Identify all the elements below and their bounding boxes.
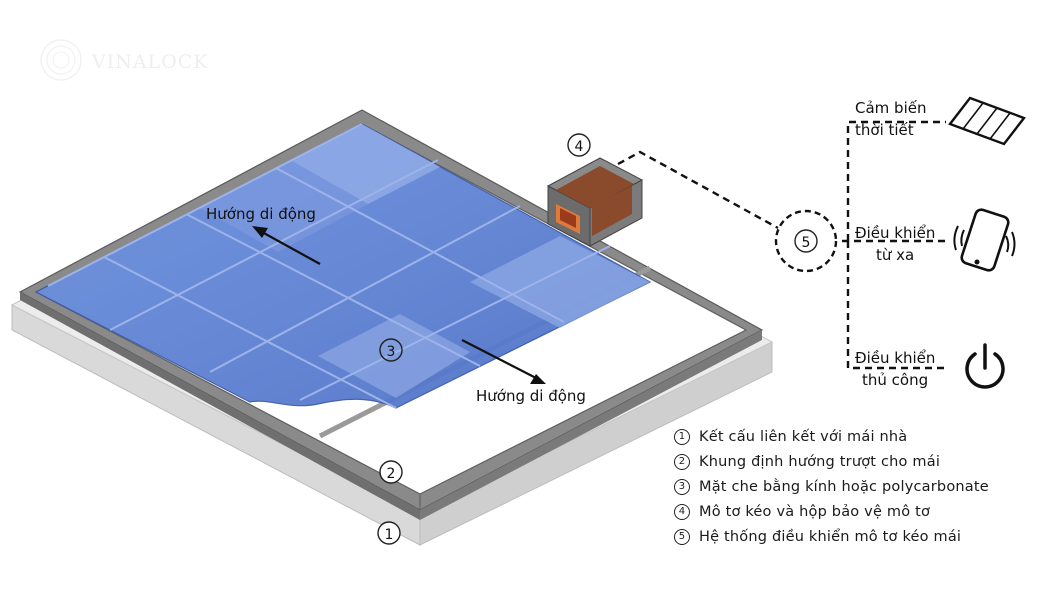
watermark-text: VINALOCK xyxy=(91,51,209,73)
direction-arrow-right xyxy=(461,339,546,384)
legend-text: Mô tơ kéo và hộp bảo vệ mô tơ xyxy=(699,503,931,520)
svg-text:5: 5 xyxy=(802,235,811,251)
marker-2: 2 xyxy=(379,460,403,484)
legend-text: Hệ thống điều khiển mô tơ kéo mái xyxy=(699,528,962,545)
legend: 1 Kết cấu liên kết với mái nhà 2 Khung đ… xyxy=(674,424,989,549)
legend-number: 2 xyxy=(674,453,690,470)
svg-text:1: 1 xyxy=(385,527,394,543)
manual-label-line1: Điều khiển xyxy=(855,349,935,367)
legend-item: 1 Kết cấu liên kết với mái nhà xyxy=(674,424,989,449)
remote-label-line2: từ xa xyxy=(876,246,914,264)
watermark-logo: VINALOCK xyxy=(40,39,209,81)
sensor-label-line1: Cảm biến xyxy=(855,99,926,117)
svg-text:4: 4 xyxy=(575,139,584,155)
svg-text:2: 2 xyxy=(387,466,396,482)
marker-1: 1 xyxy=(377,521,401,545)
marker-4: 4 xyxy=(567,133,591,157)
direction-label-right: Hướng di động xyxy=(476,387,586,405)
legend-number: 4 xyxy=(674,503,690,520)
control-wiring xyxy=(617,120,946,370)
smartphone-icon xyxy=(953,208,1016,272)
motor-box xyxy=(546,157,644,247)
legend-text: Kết cấu liên kết với mái nhà xyxy=(699,428,908,445)
glass-panels xyxy=(34,123,652,409)
legend-item: 3 Mặt che bằng kính hoặc polycarbonate xyxy=(674,474,989,499)
svg-text:3: 3 xyxy=(387,344,396,360)
marker-3: 3 xyxy=(379,338,403,362)
legend-number: 5 xyxy=(674,528,690,545)
legend-item: 5 Hệ thống điều khiển mô tơ kéo mái xyxy=(674,524,989,549)
solar-panel-icon xyxy=(948,96,1026,146)
direction-label-left: Hướng di động xyxy=(206,205,316,223)
direction-arrow-left xyxy=(252,226,321,265)
legend-text: Khung định hướng trượt cho mái xyxy=(699,453,941,470)
remote-label-line1: Điều khiển xyxy=(855,224,935,242)
power-icon xyxy=(965,343,1005,389)
legend-item: 4 Mô tơ kéo và hộp bảo vệ mô tơ xyxy=(674,499,989,524)
legend-number: 1 xyxy=(674,428,690,445)
manual-label-line2: thủ công xyxy=(862,371,928,389)
marker-5: 5 xyxy=(794,229,818,253)
sensor-label-line2: thời tiết xyxy=(855,121,914,139)
legend-text: Mặt che bằng kính hoặc polycarbonate xyxy=(699,478,989,495)
legend-number: 3 xyxy=(674,478,690,495)
legend-item: 2 Khung định hướng trượt cho mái xyxy=(674,449,989,474)
